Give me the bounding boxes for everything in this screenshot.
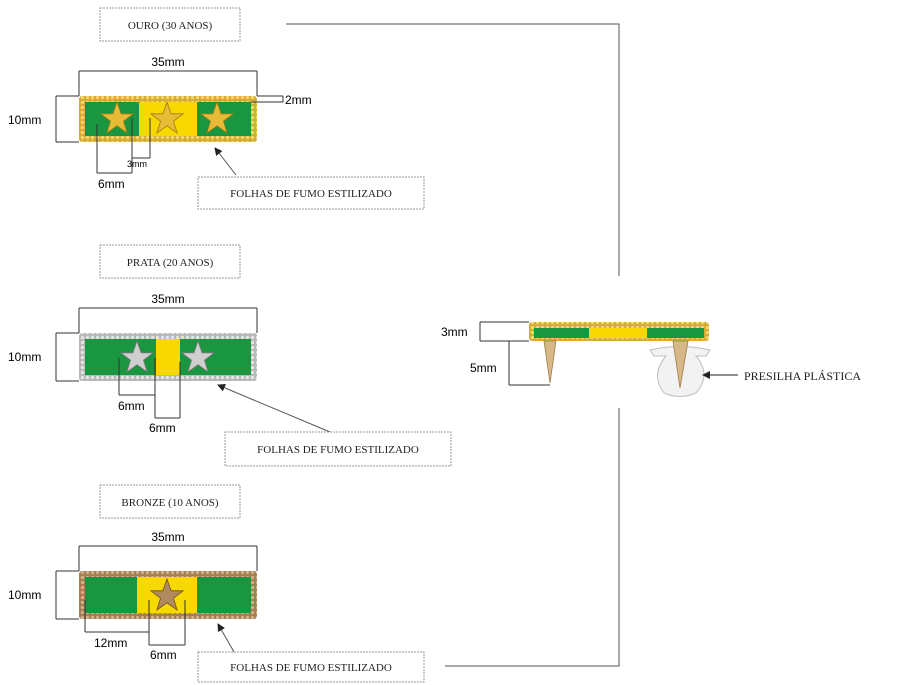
clip-label: PRESILHA PLÁSTICA: [744, 369, 861, 383]
ribbon-yellow: [156, 339, 180, 375]
star-icon: [149, 577, 185, 612]
medal-title: PRATA (20 ANOS): [127, 257, 214, 269]
annotation-text: FOLHAS DE FUMO ESTILIZADO: [230, 188, 392, 200]
side-yellow: [589, 328, 647, 338]
pin-left: [543, 340, 557, 384]
height-label: 10mm: [8, 588, 41, 602]
star-icon: [199, 100, 235, 135]
annotation-text: FOLHAS DE FUMO ESTILIZADO: [257, 444, 419, 456]
offset-label: 12mm: [94, 636, 127, 650]
pin-label: 5mm: [470, 361, 497, 375]
star-icon: [149, 100, 185, 135]
medal-title: OURO (30 ANOS): [128, 20, 213, 32]
width-label: 35mm: [151, 55, 184, 69]
gap-label: 3mm: [127, 159, 147, 169]
medal-bronze: BRONZE (10 ANOS) 35mm 10mm 12mm 6mm FOLH…: [8, 484, 425, 683]
annotation-box: [197, 651, 425, 683]
connector-top: [286, 23, 620, 276]
star-label: 6mm: [98, 177, 125, 191]
star-icon: [180, 339, 216, 374]
ribbon-green-left: [85, 577, 137, 613]
side-green-right: [647, 328, 704, 338]
title-box: [99, 484, 241, 519]
annotation-box: [224, 431, 452, 467]
medal-title: BRONZE (10 ANOS): [121, 497, 219, 509]
pin-right: [672, 340, 689, 389]
thickness-label: 3mm: [441, 325, 468, 339]
height-label: 10mm: [8, 113, 41, 127]
medal-ouro: OURO (30 ANOS) 35mm 10mm 2mm 3mm 6mm: [8, 7, 425, 210]
title-box: [99, 244, 241, 279]
height-label: 10mm: [8, 350, 41, 364]
width-label: 35mm: [151, 292, 184, 306]
border-label: 2mm: [285, 93, 312, 107]
annotation-box: [197, 176, 425, 210]
star-label: 6mm: [118, 399, 145, 413]
side-green-left: [534, 328, 589, 338]
side-view: 3mm 5mm PRESILHA PLÁSTICA: [441, 321, 861, 397]
title-box: [99, 7, 241, 42]
star-icon: [99, 100, 135, 135]
annotation-text: FOLHAS DE FUMO ESTILIZADO: [230, 662, 392, 674]
ribbon-green-right: [197, 577, 251, 613]
star-icon: [119, 339, 155, 374]
star-label: 6mm: [150, 648, 177, 662]
connector-bottom: [445, 408, 620, 667]
medal-prata: PRATA (20 ANOS) 35mm 10mm 6mm 6mm FOLHAS…: [8, 244, 452, 467]
width-label: 35mm: [151, 530, 184, 544]
star-label-2: 6mm: [149, 421, 176, 435]
